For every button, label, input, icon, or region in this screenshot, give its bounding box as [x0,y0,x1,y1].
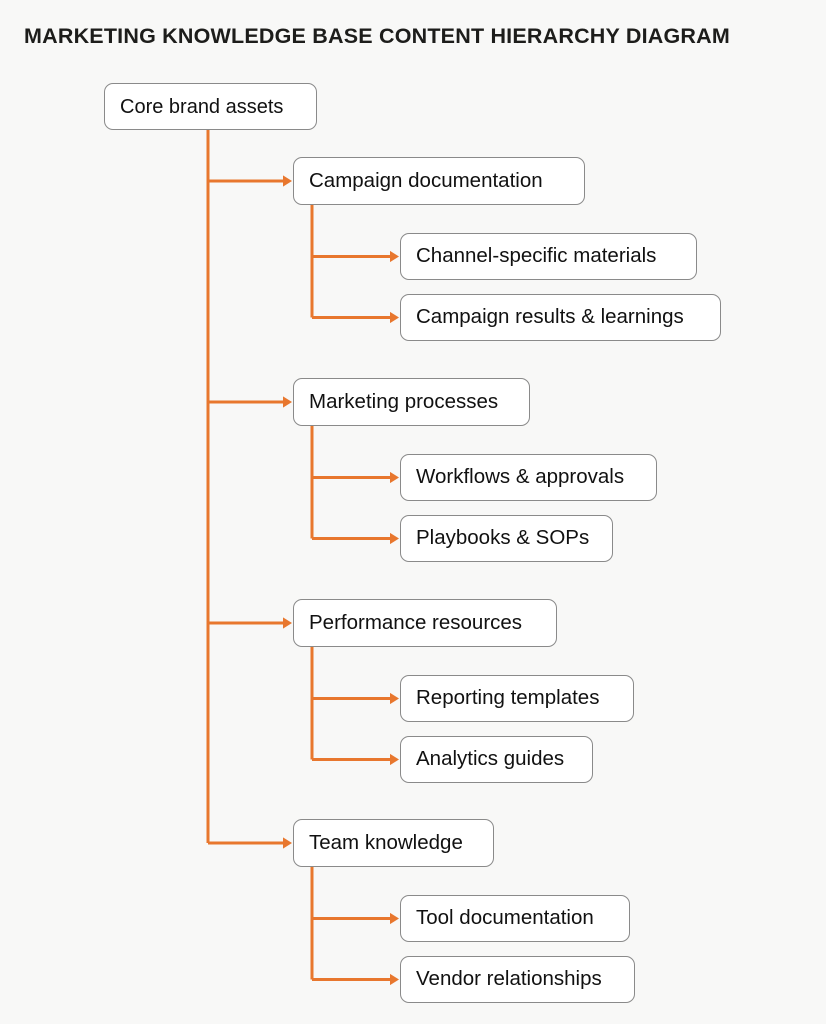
node-leaf-3-1[interactable]: Vendor relationships [400,956,635,1003]
arrowhead-leaf-0-0 [390,250,399,263]
node-label: Channel-specific materials [416,244,657,268]
arrowhead-leaf-0-1 [390,311,399,324]
node-leaf-0-0[interactable]: Channel-specific materials [400,233,697,280]
node-leaf-2-1[interactable]: Analytics guides [400,736,593,783]
node-leaf-1-0[interactable]: Workflows & approvals [400,454,657,501]
node-leaf-3-0[interactable]: Tool documentation [400,895,630,942]
node-branch-2[interactable]: Performance resources [293,599,557,647]
node-branch-0[interactable]: Campaign documentation [293,157,585,205]
node-branch-3[interactable]: Team knowledge [293,819,494,867]
node-leaf-1-1[interactable]: Playbooks & SOPs [400,515,613,562]
node-label: Campaign results & learnings [416,305,684,329]
node-label: Core brand assets [120,95,284,118]
arrowhead-leaf-2-0 [390,692,399,705]
node-label: Marketing processes [309,389,499,413]
page-title: MARKETING KNOWLEDGE BASE CONTENT HIERARC… [24,24,730,48]
node-label: Tool documentation [416,906,594,930]
node-leaf-2-0[interactable]: Reporting templates [400,675,634,722]
node-leaf-0-1[interactable]: Campaign results & learnings [400,294,721,341]
node-root[interactable]: Core brand assets [104,83,317,130]
node-label: Playbooks & SOPs [416,526,590,550]
arrowhead-branch-2 [283,617,292,629]
node-label: Performance resources [309,610,523,634]
arrowhead-leaf-2-1 [390,753,399,766]
node-label: Analytics guides [416,747,565,771]
arrowhead-branch-1 [283,396,292,408]
arrowhead-leaf-3-1 [390,973,399,986]
arrowhead-leaf-3-0 [390,912,399,925]
arrowhead-leaf-1-0 [390,471,399,484]
arrowhead-branch-3 [283,837,292,849]
node-label: Team knowledge [309,830,463,854]
node-label: Reporting templates [416,686,600,710]
node-label: Campaign documentation [309,168,543,192]
arrowhead-leaf-1-1 [390,532,399,545]
node-label: Workflows & approvals [416,465,625,489]
arrowhead-branch-0 [283,175,292,187]
node-label: Vendor relationships [416,967,602,991]
node-branch-1[interactable]: Marketing processes [293,378,530,426]
